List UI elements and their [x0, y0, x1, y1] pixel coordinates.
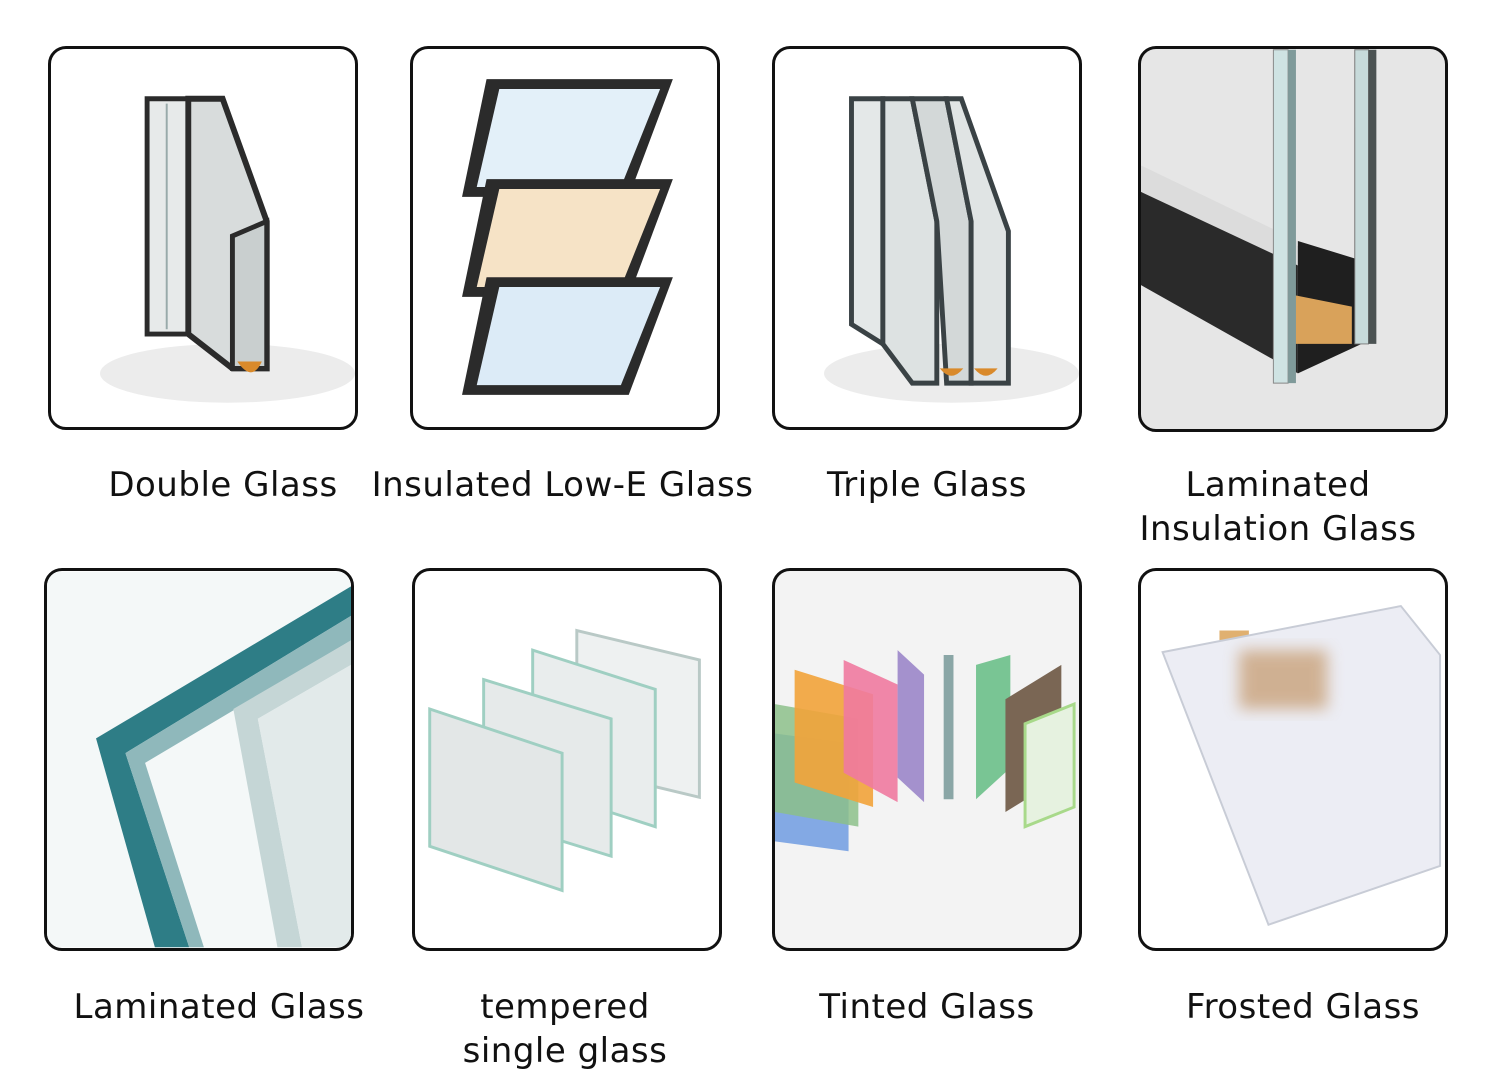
product-card-laminated-glass	[44, 568, 354, 951]
triple-glass-icon	[824, 96, 1079, 403]
label-line: single glass	[462, 1031, 668, 1071]
product-card-insulated-low-e-glass	[410, 46, 720, 430]
product-card-double-glass	[48, 46, 358, 430]
label-line: Insulated Low-E Glass	[371, 465, 754, 505]
product-label-laminated-insulation-glass: Laminated Insulation Glass	[1118, 463, 1438, 551]
tinted-glass-icon	[775, 650, 1076, 852]
double-glass-icon	[100, 95, 355, 403]
label-line: Frosted Glass	[1185, 987, 1421, 1027]
tempered-single-glass-icon	[428, 628, 701, 893]
product-label-triple-glass: Triple Glass	[752, 463, 1102, 507]
product-card-frosted-glass	[1138, 568, 1448, 951]
product-label-tinted-glass: Tinted Glass	[752, 985, 1102, 1029]
laminated-insulation-glass-icon	[1141, 49, 1377, 384]
frosted-glass-icon	[1161, 604, 1442, 926]
product-label-frosted-glass: Frosted Glass	[1128, 985, 1478, 1029]
product-card-tinted-glass	[772, 568, 1082, 951]
laminated-glass-icon	[47, 571, 351, 948]
product-label-double-glass: Double Glass	[48, 463, 398, 507]
label-line: Insulation Glass	[1139, 509, 1417, 549]
label-line: Tinted Glass	[819, 987, 1035, 1027]
product-card-triple-glass	[772, 46, 1082, 430]
product-label-tempered-single-glass: tempered single glass	[380, 985, 750, 1073]
product-label-insulated-low-e-glass: Insulated Low-E Glass	[360, 463, 765, 507]
insulated-low-e-glass-icon	[462, 79, 673, 395]
product-card-tempered-single-glass	[412, 568, 722, 951]
label-line: Laminated Glass	[73, 987, 365, 1027]
product-card-laminated-insulation-glass	[1138, 46, 1448, 432]
product-label-laminated-glass: Laminated Glass	[44, 985, 394, 1029]
label-line: Triple Glass	[826, 465, 1027, 505]
label-line: Double Glass	[108, 465, 338, 505]
label-line: tempered	[480, 987, 650, 1027]
label-line: Laminated	[1185, 465, 1371, 505]
